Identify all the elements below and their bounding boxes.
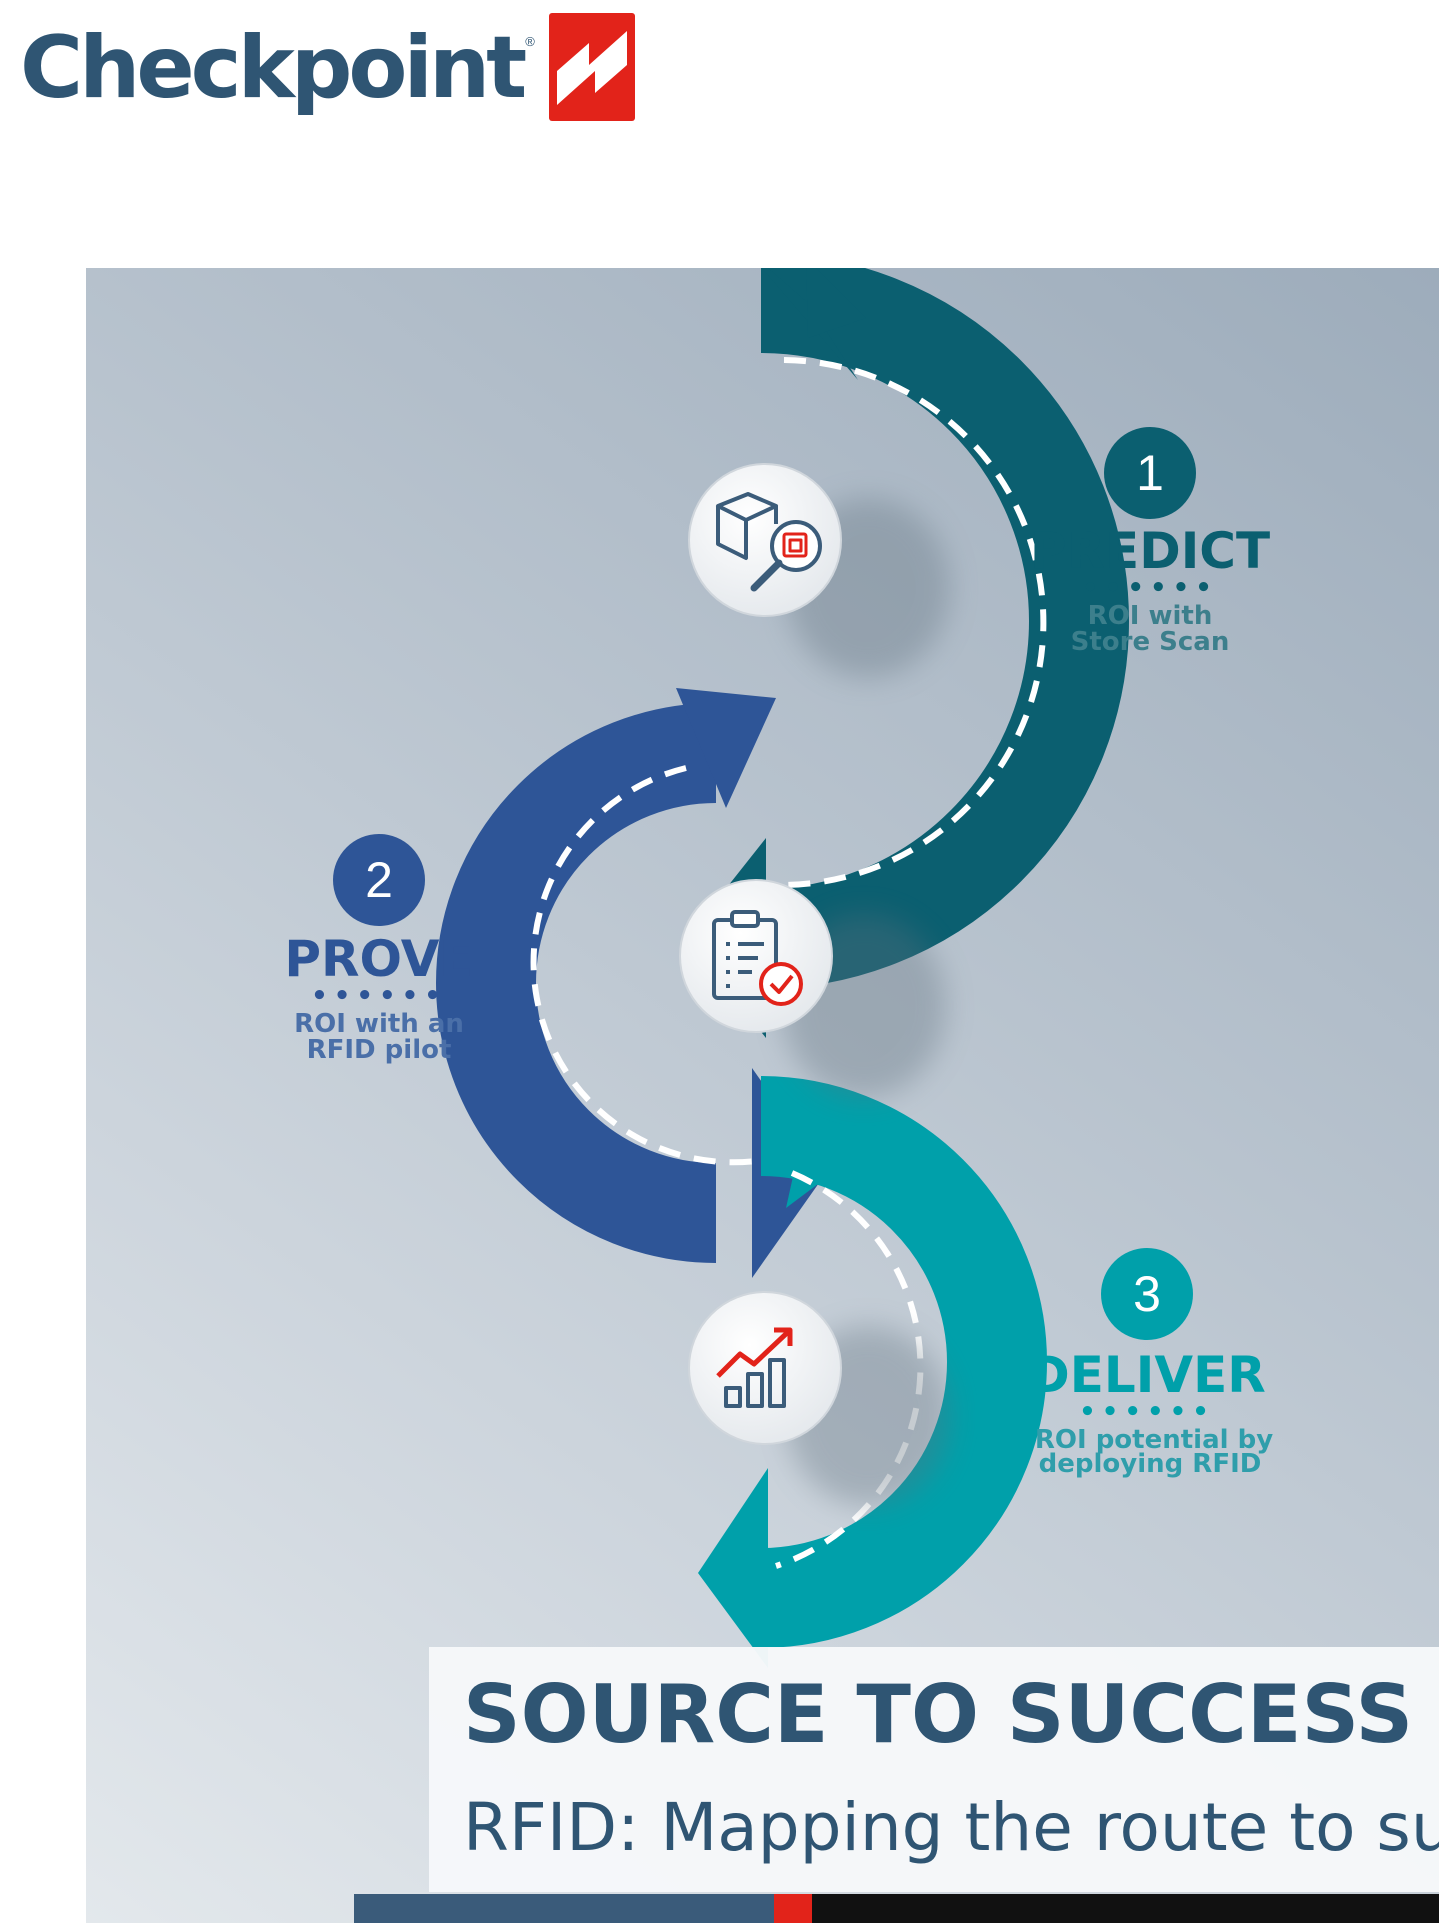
brand-logo[interactable]: Checkpoint ®	[20, 10, 635, 125]
step-1-subtitle-line2: Store Scan	[1071, 627, 1230, 657]
road-segment-deliver	[698, 1076, 1047, 1668]
hero-title: SOURCE TO SUCCESS	[463, 1668, 1414, 1761]
step-1-icon-badge	[688, 463, 950, 678]
step-3-label: 3 DELIVER •••••• ROI potential by deploy…	[1028, 1248, 1273, 1479]
step-2-dots: ••••••	[311, 981, 447, 1011]
step-1-number: 1	[1136, 445, 1164, 501]
step-3-number: 3	[1133, 1266, 1161, 1322]
step-1-label: 1 PREDICT •••••• ROI with Store Scan	[1030, 427, 1270, 657]
roadmap-diagram: 1 PREDICT •••••• ROI with Store Scan 2 P…	[284, 268, 1273, 1668]
step-2-subtitle-line1: ROI with an	[294, 1009, 464, 1039]
checkpoint-logo-icon	[548, 13, 635, 121]
step-1-title: PREDICT	[1030, 522, 1270, 580]
clipboard-check-icon	[712, 910, 803, 1006]
growth-chart-icon	[716, 1327, 793, 1408]
step-3-number-badge	[1101, 1248, 1193, 1340]
step-3-subtitle-line1: ROI potential by	[1035, 1425, 1273, 1455]
step-3-title: DELIVER	[1028, 1346, 1265, 1404]
step-3-dots: ••••••	[1079, 1397, 1215, 1427]
step-3-subtitle-line2: deploying RFID	[1039, 1449, 1262, 1479]
brand-name: Checkpoint	[20, 18, 527, 118]
footer-bar-dark	[812, 1894, 1439, 1923]
hero-title-card: SOURCE TO SUCCESS RFID: Mapping the rout…	[429, 1647, 1439, 1892]
registered-mark: ®	[525, 34, 535, 49]
step-2-number: 2	[365, 852, 393, 908]
step-2-number-badge	[333, 834, 425, 926]
step-1-subtitle-line1: ROI with	[1088, 601, 1213, 631]
box-rfid-search-icon	[716, 492, 822, 592]
step-1-dots: ••••••	[1082, 573, 1218, 603]
step-3-icon-badge	[688, 1291, 950, 1506]
step-2-title: PROVE	[284, 930, 473, 988]
step-2-label: 2 PROVE •••••• ROI with an RFID pilot	[284, 834, 474, 1065]
step-2-icon-badge	[679, 879, 946, 1098]
hero-subtitle: RFID: Mapping the route to success	[463, 1789, 1439, 1866]
step-1-number-badge	[1104, 427, 1196, 519]
step-2-subtitle-line2: RFID pilot	[307, 1035, 452, 1065]
footer-bar-blue	[354, 1894, 774, 1923]
footer-bar-red	[774, 1894, 812, 1923]
